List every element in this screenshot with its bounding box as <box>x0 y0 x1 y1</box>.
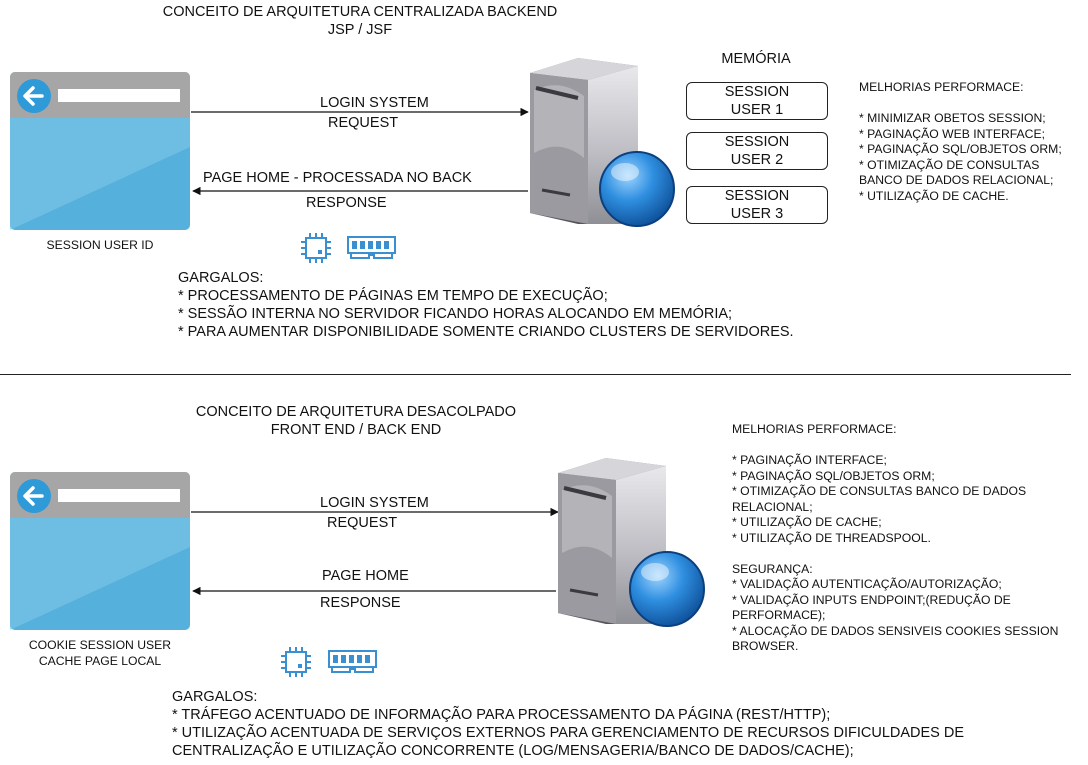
bottom-title: CONCEITO DE ARQUITETURA DESACOLPADO FRON… <box>195 404 517 438</box>
ram-icon <box>347 236 396 259</box>
session-box-1: SESSION USER 1 <box>686 82 828 120</box>
cpu-icon <box>301 233 331 263</box>
top-improvements: MELHORIAS PERFORMACE: * MINIMIZAR OBETOS… <box>859 80 1062 203</box>
cpu-icon <box>281 647 311 677</box>
memory-label: MEMÓRIA <box>721 51 791 67</box>
browser-window-icon <box>10 72 190 230</box>
top-bottlenecks: GARGALOS: * PROCESSAMENTO DE PÁGINAS EM … <box>178 270 794 340</box>
server-icon <box>558 458 666 624</box>
session-box-2: SESSION USER 2 <box>686 132 828 170</box>
top-title: CONCEITO DE ARQUITETURA CENTRALIZADA BAC… <box>162 4 558 38</box>
bottom-bottlenecks: GARGALOS: * TRÁFEGO ACENTUADO DE INFORMA… <box>172 689 965 759</box>
section-divider <box>0 374 1071 375</box>
bottom-improvements: MELHORIAS PERFORMACE: * PAGINAÇÃO INTERF… <box>732 422 1059 653</box>
top-client-label: SESSION USER ID <box>46 238 154 252</box>
top-response-sub: RESPONSE <box>306 195 387 211</box>
bottom-response-label: PAGE HOME <box>322 568 409 584</box>
bottom-request-label: LOGIN SYSTEM <box>320 495 429 511</box>
ram-icon <box>328 650 377 673</box>
browser-window-icon <box>10 472 190 630</box>
top-response-label: PAGE HOME - PROCESSADA NO BACK <box>203 170 472 186</box>
bottom-request-sub: REQUEST <box>327 515 398 531</box>
globe-icon <box>599 151 675 227</box>
bottom-client-label: COOKIE SESSION USER CACHE PAGE LOCAL <box>28 638 172 668</box>
bottom-response-sub: RESPONSE <box>320 595 401 611</box>
top-request-label: LOGIN SYSTEM <box>320 95 429 111</box>
globe-icon <box>629 551 705 627</box>
session-box-3: SESSION USER 3 <box>686 186 828 224</box>
top-request-sub: REQUEST <box>328 115 399 131</box>
